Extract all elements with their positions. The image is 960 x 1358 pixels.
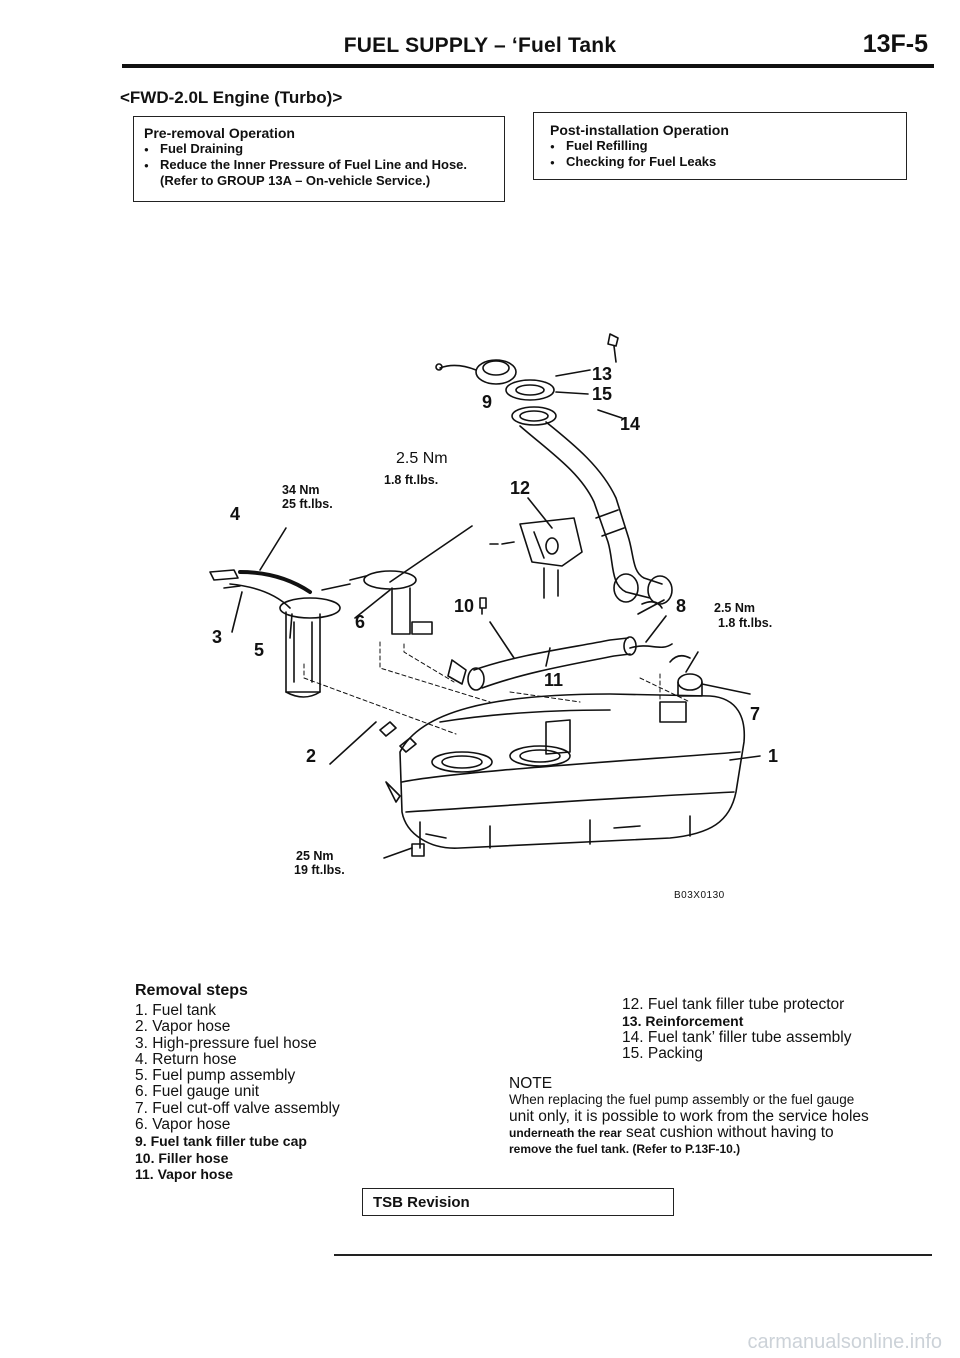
footer-rule xyxy=(334,1254,932,1256)
torque-spec-nm: 2.5 Nm xyxy=(396,450,448,467)
callout-14: 14 xyxy=(620,414,641,434)
callout-2: 2 xyxy=(306,746,317,766)
filler-cap-icon xyxy=(435,333,619,385)
removal-steps-list-right: 12. Fuel tank filler tube protector 13. … xyxy=(622,996,852,1062)
note-line: unit only, it is possible to work from t… xyxy=(509,1107,869,1125)
list-item: 7. Fuel cut-off valve assembly xyxy=(135,1099,340,1117)
note-line: When replacing the fuel pump assembly or… xyxy=(509,1092,855,1108)
bolt-icon xyxy=(379,721,417,753)
post-installation-item: Fuel Refilling xyxy=(550,138,906,154)
filler-hose-icon xyxy=(447,597,637,691)
pre-removal-item: Fuel Draining xyxy=(144,141,504,157)
fuel-pump-assembly-icon xyxy=(229,570,351,698)
callout-13: 13 xyxy=(592,364,613,384)
callout-3: 3 xyxy=(212,627,223,647)
mounting-bolt-icon xyxy=(411,843,425,857)
watermark: carmanualsonline.info xyxy=(747,1331,942,1353)
callout-6: 6 xyxy=(355,612,366,632)
tube-protector-icon xyxy=(489,517,583,599)
cut-off-valve-icon xyxy=(669,654,703,697)
callout-4: 4 xyxy=(230,504,241,524)
list-item: 5. Fuel pump assembly xyxy=(135,1067,296,1085)
list-item: 13. Reinforcement xyxy=(622,1013,744,1030)
callout-8: 8 xyxy=(676,596,687,616)
clamp-icon xyxy=(641,600,663,609)
pre-removal-item: Reduce the Inner Pressure of Fuel Line a… xyxy=(144,157,504,173)
list-item: 11. Vapor hose xyxy=(135,1165,234,1182)
list-item: 2. Vapor hose xyxy=(135,1018,231,1036)
list-item: 3. High-pressure fuel hose xyxy=(135,1034,317,1052)
list-item: 6. Vapor hose xyxy=(135,1116,231,1134)
post-installation-title: Post-installation Operation xyxy=(550,122,729,138)
high-pressure-hose-icon xyxy=(209,569,239,581)
list-item: 1. Fuel tank xyxy=(135,1002,216,1019)
callout-7: 7 xyxy=(750,704,761,724)
torque-spec-ft: 25 ft.lbs. xyxy=(282,497,333,511)
fuel-tank-icon xyxy=(385,693,746,849)
list-item: 14. Fuel tank’ filler tube assembly xyxy=(622,1028,852,1046)
list-item: 4. Return hose xyxy=(135,1050,237,1068)
fuel-tank-drawing xyxy=(209,333,761,859)
page-number: 13F-5 xyxy=(862,30,928,58)
callout-10: 10 xyxy=(454,596,475,616)
fuel-gauge-unit-icon xyxy=(349,570,433,635)
callout-9: 9 xyxy=(482,392,493,412)
list-item: 9. Fuel tank filler tube cap xyxy=(135,1133,307,1150)
removal-steps-list: 1. Fuel tank 2. Vapor hose 3. High-press… xyxy=(135,1002,340,1182)
callout-5: 5 xyxy=(254,640,265,660)
reinforcement-ring-icon xyxy=(505,379,555,401)
torque-spec-ft: 1.8 ft.lbs. xyxy=(384,473,439,487)
torque-spec-nm: 25 Nm xyxy=(296,849,334,863)
header-rule xyxy=(122,64,934,68)
note-line: underneath the rear xyxy=(509,1125,622,1140)
list-item: 12. Fuel tank filler tube protector xyxy=(622,996,845,1013)
post-installation-box: Post-installation Operation Fuel Refilli… xyxy=(533,112,907,180)
callout-15: 15 xyxy=(592,384,613,404)
vapor-hose-icon xyxy=(629,643,673,649)
tsb-revision-box: TSB Revision xyxy=(362,1188,674,1216)
pre-removal-box: Pre-removal Operation Fuel Draining Redu… xyxy=(133,116,505,202)
torque-spec-nm: 34 Nm xyxy=(282,483,320,497)
torque-spec-ft: 19 ft.lbs. xyxy=(294,863,345,877)
pre-removal-note: (Refer to GROUP 13A – On-vehicle Service… xyxy=(160,173,431,188)
note-line: remove the fuel tank. (Refer to P.13F-10… xyxy=(509,1142,741,1157)
callout-12: 12 xyxy=(510,478,531,498)
figure-code: B03X0130 xyxy=(674,890,725,901)
fuel-tank-exploded-diagram: 13 15 9 14 12 4 10 8 6 3 5 11 7 1 2 2.5 … xyxy=(190,322,790,902)
torque-spec-ft: 1.8 ft.lbs. xyxy=(718,616,773,630)
list-item: 15. Packing xyxy=(622,1044,703,1062)
note-title: NOTE xyxy=(509,1075,553,1092)
list-item: 6. Fuel gauge unit xyxy=(135,1083,260,1101)
pre-removal-title: Pre-removal Operation xyxy=(144,125,295,141)
callout-1: 1 xyxy=(768,746,779,766)
note-line: seat cushion without having to xyxy=(621,1123,834,1141)
page-title: FUEL SUPPLY – ‘Fuel Tank xyxy=(343,34,617,57)
packing-icon xyxy=(511,406,557,426)
engine-label: <FWD-2.0L Engine (Turbo)> xyxy=(120,88,343,107)
filler-tube-icon xyxy=(519,421,673,605)
post-installation-item: Checking for Fuel Leaks xyxy=(550,154,906,170)
callout-11: 11 xyxy=(544,670,564,690)
torque-spec-nm: 2.5 Nm xyxy=(714,601,755,615)
note-block: NOTE When replacing the fuel pump assemb… xyxy=(509,1075,925,1157)
removal-steps-title: Removal steps xyxy=(135,982,248,999)
list-item: 10. Filler hose xyxy=(135,1149,229,1166)
